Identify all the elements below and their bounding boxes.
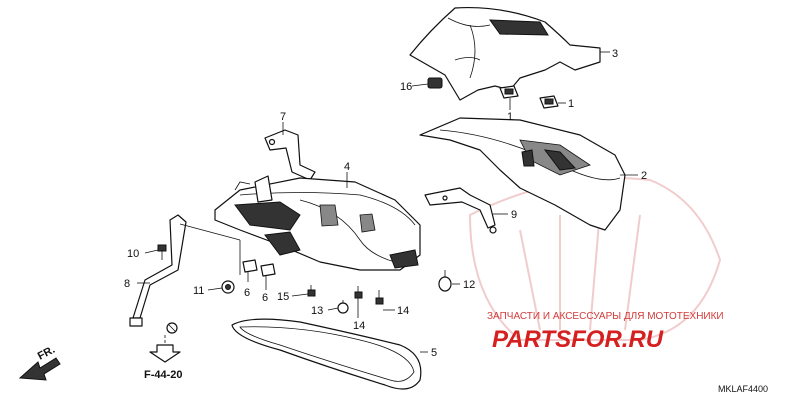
reference-label: F-44-20 — [144, 369, 183, 381]
callout-1-b: 1 — [568, 98, 574, 110]
part-6-grommet-a — [242, 259, 258, 273]
callout-1-a: 1 — [507, 111, 513, 123]
part-15-screw — [307, 285, 316, 297]
part-3-upper-cover — [409, 7, 601, 101]
screw-icon — [166, 322, 178, 334]
diagram-code: MKLAF4400 — [718, 384, 768, 394]
part-1-clip-b — [539, 95, 559, 109]
part-4-inner-panel — [214, 175, 421, 271]
part-5-seal-ring — [231, 318, 422, 390]
callout-12: 12 — [463, 279, 475, 291]
part-10-bolt — [157, 244, 167, 260]
callout-11: 11 — [193, 285, 204, 297]
callout-13: 13 — [311, 305, 323, 317]
part-6-grommet-b — [260, 263, 276, 277]
leader-lines — [137, 51, 638, 353]
watermark-site: PARTSFOR.RU — [492, 326, 664, 353]
callout-6-a: 6 — [244, 287, 250, 299]
callout-14-b: 14 — [397, 305, 409, 317]
part-1-clip-a — [499, 85, 519, 99]
callout-5: 5 — [431, 347, 437, 359]
callout-9: 9 — [511, 209, 517, 221]
part-14-screw-a — [354, 286, 363, 299]
callout-16: 16 — [400, 81, 412, 93]
callout-10: 10 — [127, 248, 139, 260]
part-14-screw-b — [375, 290, 384, 305]
watermark-caption: ЗАПЧАСТИ И АКСЕССУАРЫ ДЛЯ МОТОТЕХНИКИ — [487, 311, 724, 322]
part-11-grommet — [221, 280, 235, 294]
part-8-stay — [129, 214, 187, 327]
reference-arrow — [149, 335, 181, 363]
part-13-screw — [337, 300, 349, 314]
part-12-grommet — [438, 270, 452, 292]
callout-4: 4 — [344, 161, 350, 173]
callout-3: 3 — [612, 48, 618, 60]
callout-8: 8 — [124, 278, 130, 290]
callout-14-a: 14 — [353, 320, 365, 332]
part-2-rear-cowl — [419, 117, 626, 231]
callout-7: 7 — [280, 111, 286, 123]
part-9-bracket — [424, 187, 497, 234]
part-7-stay — [264, 129, 316, 181]
callout-2: 2 — [641, 170, 647, 182]
front-direction-arrow-icon — [18, 357, 61, 381]
part-16-clip — [427, 77, 443, 89]
callout-6-b: 6 — [262, 292, 268, 304]
callout-15: 15 — [277, 291, 289, 303]
